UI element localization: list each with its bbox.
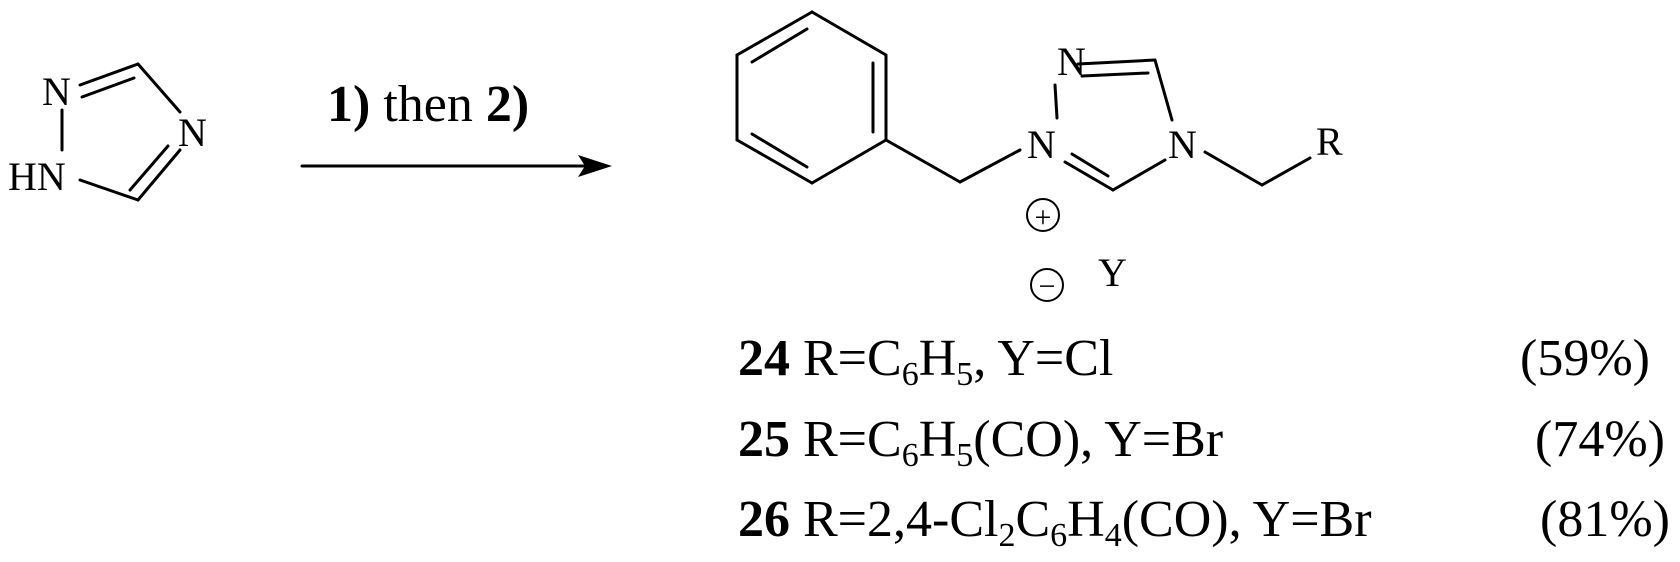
atom-n-top: N [1057, 39, 1086, 84]
bond [1260, 156, 1312, 187]
bond [884, 138, 962, 184]
r-formula: R=C [803, 330, 902, 387]
r-formula: R=C [803, 411, 902, 468]
bond [1063, 160, 1115, 192]
yield-value: (81%) [1540, 491, 1670, 548]
then-label: then [370, 76, 486, 133]
row-spacer [790, 411, 803, 468]
subscript: 6 [902, 437, 919, 474]
bond [136, 62, 182, 114]
formula-rest: , Y=Cl [973, 330, 1113, 387]
atom-n1: N [42, 69, 71, 114]
subscript: 6 [902, 356, 919, 393]
subscript: 6 [1050, 517, 1067, 554]
row-spacer [790, 330, 803, 387]
bond [958, 148, 1022, 184]
bond [735, 10, 814, 57]
bond [136, 148, 182, 202]
row-spacer [790, 491, 803, 548]
bond [1080, 71, 1150, 78]
bond [750, 27, 809, 64]
step-2-label: 2) [486, 76, 529, 133]
bond [810, 138, 888, 185]
subscript: 4 [1105, 517, 1122, 554]
atom-n-left: N [1027, 122, 1056, 167]
compound-row-text: 26 R=2,4-Cl2C6H4(CO), Y=Br [738, 491, 1372, 554]
plus-charge: + [1035, 201, 1052, 234]
bond [810, 10, 888, 57]
minus-charge-circle [1030, 268, 1064, 302]
bond [128, 144, 170, 192]
arrow-head [578, 155, 612, 177]
bond [1076, 58, 1157, 66]
compound-number: 24 [738, 330, 790, 387]
formula-c: C [1015, 491, 1050, 548]
compound-row-25: 25 R=C6H5(CO), Y=Br (74%) [738, 411, 1665, 474]
bond [1111, 158, 1167, 192]
arrow-conditions: 1) then 2) [327, 76, 529, 133]
plus-charge-circle [1026, 198, 1060, 232]
bond [1153, 58, 1174, 122]
compound-row-text: 25 R=C6H5(CO), Y=Br [738, 411, 1223, 474]
formula-mid: H [919, 330, 957, 387]
reactant-triazole: N N HN [8, 62, 207, 202]
minus-charge: − [1039, 270, 1056, 303]
r-formula: R=2,4-Cl [803, 491, 998, 548]
compound-list: 24 R=C6H5, Y=Cl (59%) 25 R=C6H5(CO), Y=B… [738, 330, 1670, 554]
counter-ion-y: Y [1098, 250, 1127, 295]
compound-row-24: 24 R=C6H5, Y=Cl (59%) [738, 330, 1650, 393]
bond [1070, 152, 1110, 178]
bond [80, 76, 136, 99]
bond [1053, 83, 1059, 120]
product-triazolium: N N N R + − Y [735, 10, 1343, 303]
yield-value: (74%) [1535, 411, 1665, 468]
compound-row-26: 26 R=2,4-Cl2C6H4(CO), Y=Br (81%) [738, 491, 1670, 554]
subscript: 2 [998, 517, 1015, 554]
subscript: 5 [956, 356, 973, 393]
compound-number: 25 [738, 411, 790, 468]
compound-row-text: 24 R=C6H5, Y=Cl [738, 330, 1113, 393]
subscript: 5 [956, 437, 973, 474]
formula-rest: (CO), Y=Br [1122, 491, 1372, 548]
compound-number: 26 [738, 491, 790, 548]
atom-n-right: N [1168, 122, 1197, 167]
atom-r: R [1316, 119, 1343, 164]
bond [750, 132, 809, 169]
bond [1203, 150, 1264, 187]
formula-rest: (CO), Y=Br [973, 411, 1223, 468]
formula-mid: H [1067, 491, 1105, 548]
atom-hn: HN [8, 154, 66, 199]
atom-n2: N [178, 110, 207, 155]
bond [735, 138, 814, 185]
bond [78, 178, 140, 202]
step-1-label: 1) [327, 76, 370, 133]
bond [78, 62, 140, 87]
reaction-arrow: 1) then 2) [300, 76, 612, 177]
yield-value: (59%) [1520, 330, 1650, 387]
formula-mid: H [919, 411, 957, 468]
